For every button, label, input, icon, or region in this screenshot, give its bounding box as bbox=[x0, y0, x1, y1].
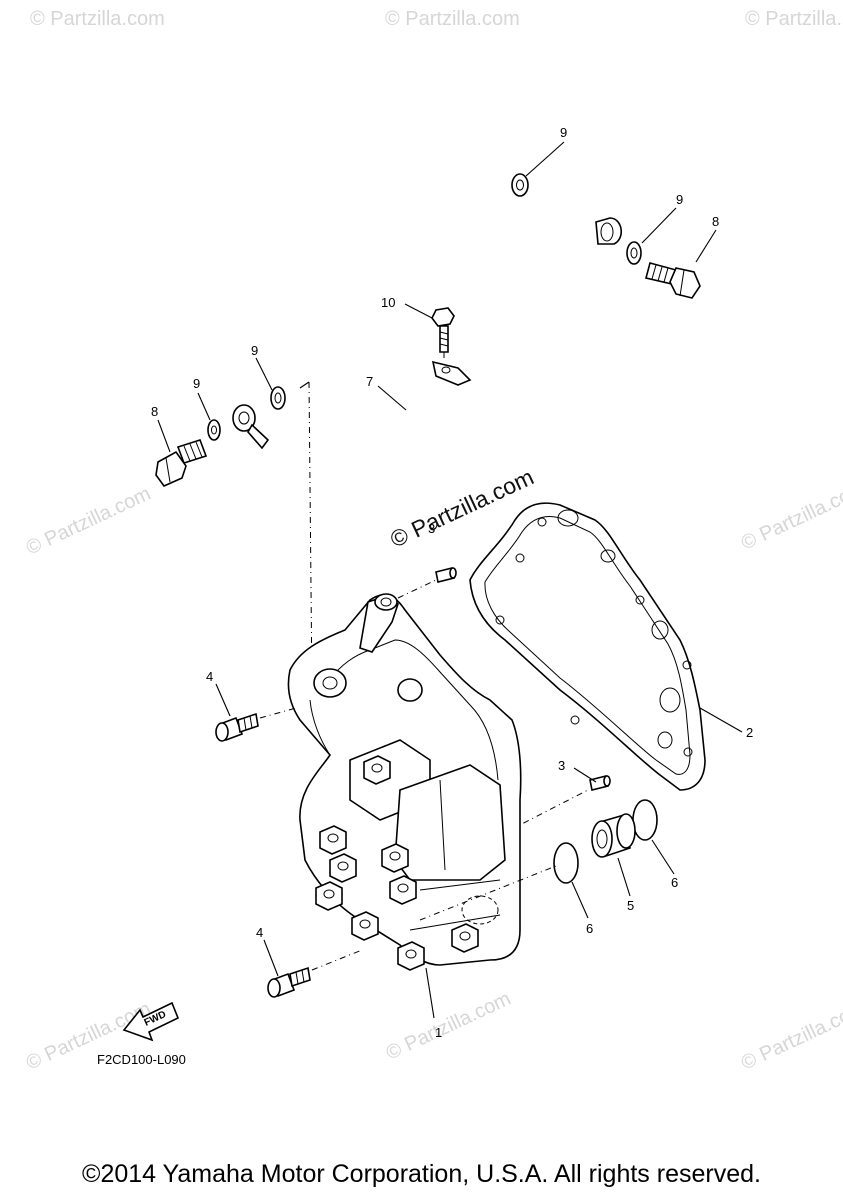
banjo-fitting-right bbox=[595, 217, 622, 245]
pipe-bracket bbox=[431, 360, 472, 386]
washer-icon bbox=[270, 386, 286, 410]
callout-4: 4 bbox=[256, 925, 263, 940]
washer-icon bbox=[207, 419, 221, 441]
cover-gasket bbox=[469, 502, 706, 791]
callout-9: 9 bbox=[193, 376, 200, 391]
union-bolt-left bbox=[155, 439, 208, 487]
o-ring-left bbox=[553, 842, 579, 884]
callout-9: 9 bbox=[560, 125, 567, 140]
watermark-faint: © Partzilla.com bbox=[30, 8, 165, 30]
alignment-line bbox=[259, 707, 297, 719]
callout-8: 8 bbox=[151, 404, 158, 419]
callout-labels: 1 2 3 3 4 4 5 6 6 7 8 8 9 9 9 9 10 bbox=[151, 125, 753, 1040]
washer-icon bbox=[626, 241, 642, 265]
watermark-faint: © Partzilla.com bbox=[385, 8, 520, 30]
fwd-arrow-icon: FWD bbox=[122, 1001, 180, 1042]
watermark-faint: © Partzilla.com bbox=[745, 8, 843, 30]
screw-upper bbox=[215, 712, 259, 742]
alignment-line bbox=[397, 579, 437, 599]
watermark-faint: © Partzilla.com bbox=[738, 478, 843, 555]
watermark-faint: © Partzilla.com bbox=[23, 483, 154, 560]
callout-8: 8 bbox=[712, 214, 719, 229]
plug bbox=[591, 813, 636, 858]
union-bolt-right bbox=[645, 262, 701, 299]
diagram-code: F2CD100-L090 bbox=[97, 1052, 186, 1067]
callout-5: 5 bbox=[627, 898, 634, 913]
alignment-line bbox=[419, 865, 557, 921]
alignment-line bbox=[311, 949, 363, 971]
oil-pipe bbox=[232, 207, 622, 481]
callout-9: 9 bbox=[251, 343, 258, 358]
washer-icon bbox=[511, 173, 529, 197]
cover-bolt-heads bbox=[315, 755, 479, 971]
banjo-fitting-left bbox=[232, 404, 256, 432]
alignment-line bbox=[308, 381, 313, 691]
callout-1: 1 bbox=[435, 1025, 442, 1040]
cover bbox=[287, 593, 522, 971]
copyright-notice: ©2014 Yamaha Motor Corporation, U.S.A. A… bbox=[82, 1160, 761, 1188]
callout-6: 6 bbox=[671, 875, 678, 890]
o-ring-right bbox=[632, 799, 658, 841]
callout-9: 9 bbox=[676, 192, 683, 207]
callout-10: 10 bbox=[381, 295, 395, 310]
callout-3: 3 bbox=[428, 521, 435, 536]
bolt-10 bbox=[431, 307, 455, 353]
callout-3: 3 bbox=[558, 758, 565, 773]
leader-lines bbox=[157, 141, 743, 1019]
callout-6: 6 bbox=[586, 921, 593, 936]
watermark-faint: © Partzilla.com bbox=[383, 988, 514, 1065]
callout-4: 4 bbox=[206, 669, 213, 684]
dowel-pin-lower bbox=[589, 775, 611, 791]
washers bbox=[207, 173, 642, 441]
callout-7: 7 bbox=[366, 374, 373, 389]
watermark-faint: © Partzilla.com bbox=[738, 998, 843, 1075]
alignment-line bbox=[509, 789, 589, 831]
dowel-pin-upper bbox=[435, 567, 457, 583]
screw-lower bbox=[267, 966, 311, 998]
callout-2: 2 bbox=[746, 725, 753, 740]
